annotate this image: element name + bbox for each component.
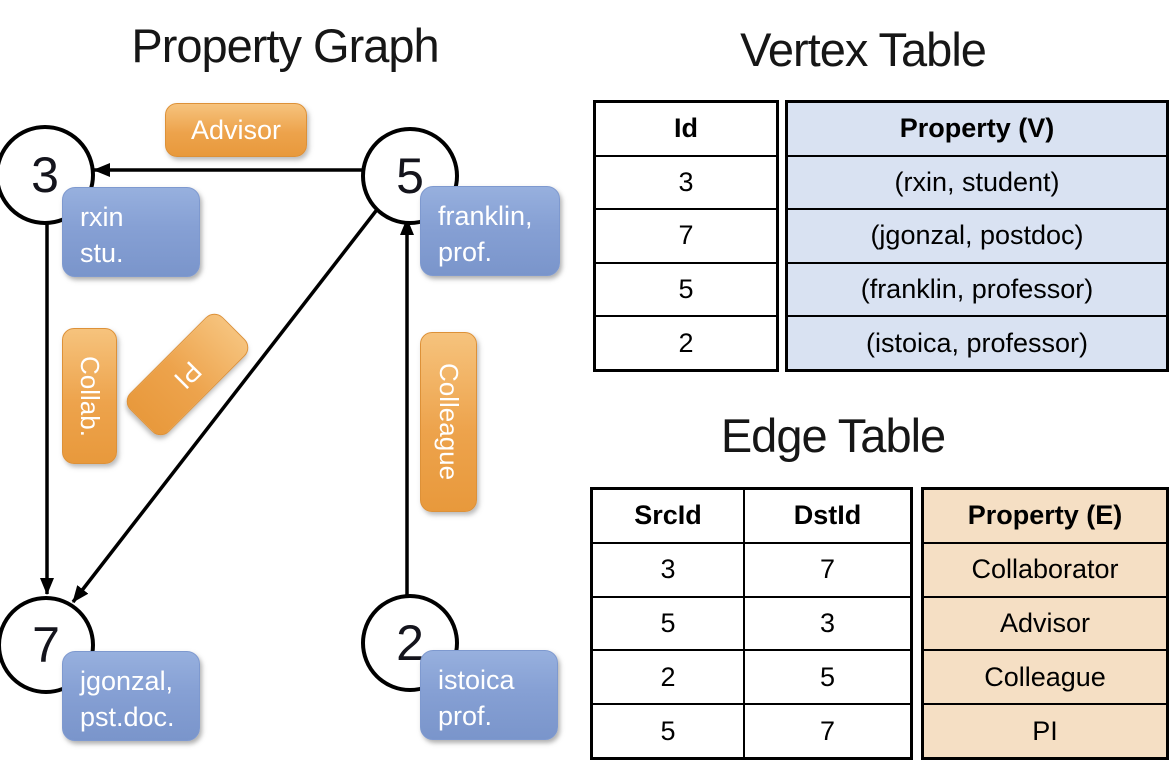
vertex-table-property-cell: (rxin, student) — [788, 154, 1166, 209]
vertex-table-title: Vertex Table — [740, 23, 987, 76]
edge-table-property-cell: Collaborator — [924, 541, 1166, 596]
edge-table-src-cell: 2 — [660, 661, 676, 692]
vertex-table-property-header: Property (V) — [788, 103, 1166, 155]
edge-table-src-dst-columns: SrcId DstId 3 7 5 3 2 5 5 7 — [590, 487, 913, 760]
vertex-table-property-cell: (jgonzal, postdoc) — [788, 208, 1166, 262]
edge-table-srcid-header: SrcId — [634, 500, 702, 531]
vertex-table-id-cell: 2 — [596, 315, 776, 369]
edge-table-dst-cell: 7 — [743, 543, 910, 596]
edge-table-ids-row: 5 3 — [593, 595, 910, 650]
vertex-label-rxin: rxin stu. — [62, 187, 200, 277]
vertex-table-id-cell: 3 — [596, 154, 776, 209]
edge-table-ids-header-row: SrcId DstId — [593, 490, 910, 542]
property-graph-title: Property Graph — [131, 19, 439, 72]
edge-label-collab-text: Collab. — [75, 355, 105, 437]
edge-table-src-cell: 3 — [660, 554, 676, 585]
vertex-table-id-cell: 5 — [596, 261, 776, 316]
vertex-label-franklin: franklin, prof. — [420, 186, 560, 276]
node-7-id: 7 — [32, 617, 60, 673]
node-2-id: 2 — [396, 615, 424, 671]
vertex-label-franklin-line2: prof. — [438, 236, 493, 267]
vertex-table-id-header: Id — [674, 113, 698, 144]
vertex-table-id-cell: 7 — [596, 208, 776, 262]
node-3-id: 3 — [31, 147, 59, 203]
edge-table-src-cell: 5 — [660, 607, 676, 638]
vertex-label-franklin-line1: franklin, — [438, 201, 533, 231]
edge-label-advisor-text: Advisor — [190, 114, 282, 145]
edge-5-to-7-pi — [71, 205, 381, 604]
edge-table-ids-row: 5 7 — [593, 703, 910, 757]
edge-table-property-column: Property (E) Collaborator Advisor Collea… — [921, 487, 1169, 760]
vertex-table-property-cell: (franklin, professor) — [788, 261, 1166, 316]
edge-label-pi-text: PI — [168, 355, 208, 395]
edge-table-dstid-header: DstId — [743, 490, 910, 542]
node-5-id: 5 — [396, 148, 424, 204]
edge-table-property-cell: Colleague — [924, 649, 1166, 704]
edge-table-dst-cell: 5 — [743, 651, 910, 704]
edge-table-property-cell: Advisor — [924, 595, 1166, 650]
vertex-label-istoica-line2: prof. — [438, 700, 493, 731]
edge-table-property-cell: PI — [924, 703, 1166, 757]
edge-table-ids-row: 3 7 — [593, 541, 910, 596]
edge-table-property-header: Property (E) — [924, 490, 1166, 542]
edge-label-colleague-text: Colleague — [434, 363, 464, 481]
edge-table-dst-cell: 3 — [743, 597, 910, 650]
vertex-label-istoica: istoica prof. — [420, 650, 558, 740]
edge-table-src-cell: 5 — [660, 715, 676, 746]
edge-table-dst-cell: 7 — [743, 705, 910, 757]
vertex-table-property-column: Property (V) (rxin, student) (jgonzal, p… — [785, 100, 1169, 372]
edge-table-ids-row: 2 5 — [593, 649, 910, 704]
vertex-table-property-cell: (istoica, professor) — [788, 315, 1166, 369]
graph-edges — [40, 163, 414, 604]
vertex-label-jgonzal-line2: pst.doc. — [80, 701, 175, 732]
vertex-label-jgonzal-line1: jgonzal, — [80, 666, 174, 696]
vertex-label-rxin-line2: stu. — [80, 237, 124, 268]
edge-table-title: Edge Table — [720, 409, 946, 462]
vertex-label-jgonzal: jgonzal, pst.doc. — [62, 651, 200, 741]
edge-label-advisor: Advisor — [165, 103, 307, 157]
edge-label-collab: Collab. — [62, 328, 117, 464]
edge-label-colleague: Colleague — [420, 332, 477, 512]
vertex-label-rxin-line1: rxin — [80, 202, 124, 232]
vertex-table-id-column: Id 3 7 5 2 — [593, 100, 779, 372]
vertex-label-istoica-line1: istoica — [438, 665, 515, 695]
